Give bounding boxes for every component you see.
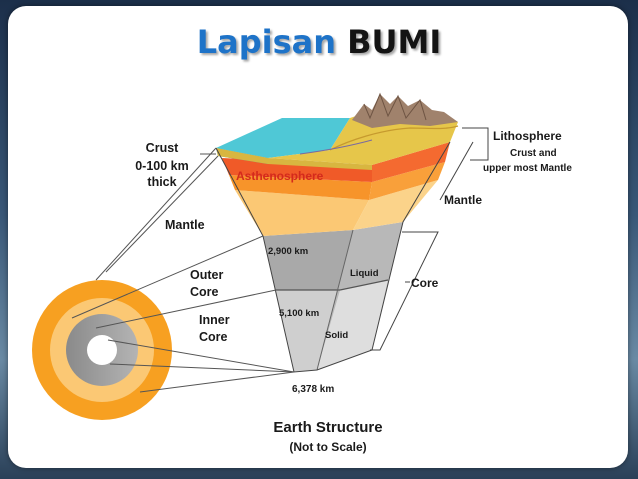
title-bumi: BUMI	[347, 23, 442, 61]
crust-front-edge	[216, 148, 372, 170]
label-lithosphere: Lithosphere	[493, 129, 562, 143]
lower-mantle-side	[353, 180, 438, 230]
label-outer-core-1: Outer	[190, 268, 223, 282]
label-inner-core-2: Core	[199, 330, 228, 344]
title-lapisan: Lapisan	[196, 23, 336, 61]
lower-mantle-front	[235, 190, 369, 236]
label-solid: Solid	[325, 330, 348, 341]
mountains	[352, 94, 458, 128]
page-title: Lapisan BUMI	[0, 22, 638, 62]
label-lithosphere-desc-2: upper most Mantle	[483, 163, 572, 174]
label-crust-thickness: 0-100 km	[135, 159, 189, 173]
asthenosphere-side	[372, 142, 450, 182]
label-depth-2900: 2,900 km	[268, 246, 308, 257]
upper-mantle-side	[369, 162, 445, 200]
upper-mantle-front	[229, 175, 372, 200]
label-mantle-right: Mantle	[444, 193, 482, 207]
caption-title: Earth Structure	[273, 419, 382, 436]
label-crust-thick: thick	[147, 175, 176, 189]
label-crust: Crust	[146, 141, 179, 155]
label-depth-5100: 5,100 km	[279, 308, 319, 319]
label-outer-core-2: Core	[190, 285, 219, 299]
label-asthenosphere: Asthenosphere	[236, 169, 324, 183]
inner-core-wedge-front	[276, 290, 340, 372]
label-depth-6378: 6,378 km	[292, 384, 334, 395]
inner-core-wedge-side	[317, 280, 388, 370]
connector-lines	[71, 147, 295, 393]
earth-inner-core	[87, 335, 117, 365]
label-inner-core-1: Inner	[199, 313, 230, 327]
label-liquid: Liquid	[350, 268, 379, 279]
label-lithosphere-desc-1: Crust and	[510, 148, 557, 159]
ocean-surface	[216, 118, 350, 158]
label-mantle-left: Mantle	[165, 218, 205, 232]
caption-subtitle: (Not to Scale)	[289, 440, 366, 454]
label-core-right: Core	[411, 276, 439, 290]
